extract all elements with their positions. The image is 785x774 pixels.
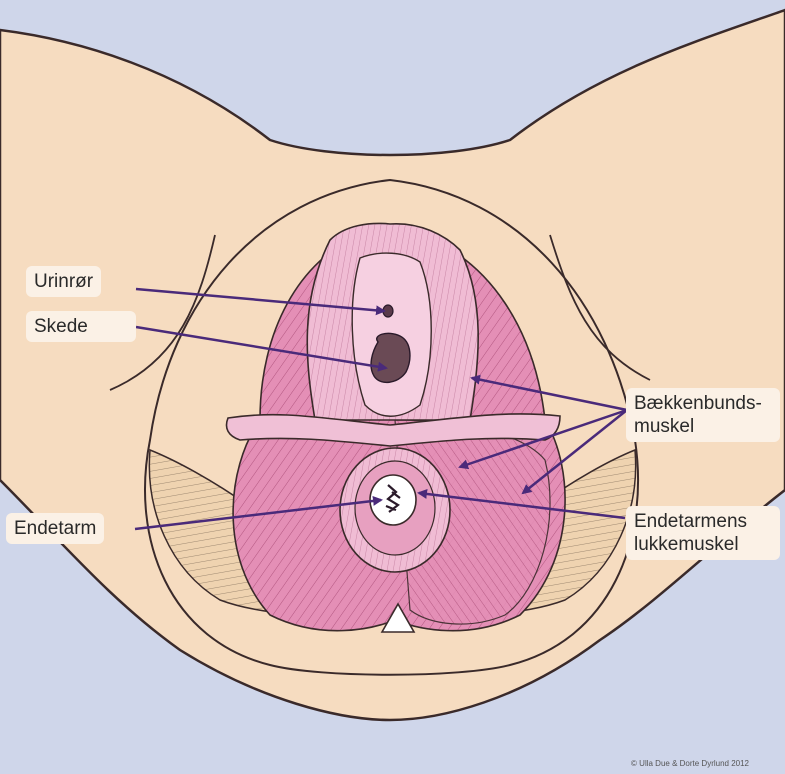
anus xyxy=(369,474,417,526)
label-lukke-line2: lukkemuskel xyxy=(634,534,739,555)
label-baekkenbundsmuskel: Bækkenbunds- muskel xyxy=(626,388,780,442)
label-urinror: Urinrør xyxy=(26,266,102,297)
arrow-baekken-1 xyxy=(470,374,628,412)
arrow-baekken-2 xyxy=(458,408,628,470)
left-crease xyxy=(109,234,216,391)
label-skede: Skede xyxy=(26,311,136,342)
anus-detail xyxy=(385,484,401,513)
arrow-skede xyxy=(135,325,388,372)
label-baekken-line1: Bækkenbunds- xyxy=(634,393,762,414)
arrow-urinror xyxy=(135,287,386,316)
transverse-band xyxy=(225,413,561,447)
label-endetarm: Endetarm xyxy=(6,513,105,544)
label-endetarmens-lukkemuskel: Endetarmens lukkemuskel xyxy=(626,506,780,560)
arrow-baekken-3 xyxy=(521,409,628,495)
urethra xyxy=(382,304,394,318)
label-lukke-line1: Endetarmens xyxy=(634,511,748,532)
label-baekken-line2: muskel xyxy=(634,416,695,437)
vagina xyxy=(370,332,411,383)
right-crease xyxy=(549,234,651,381)
copyright-text: © Ulla Due & Dorte Dyrlund 2012 xyxy=(631,759,749,768)
arrow-lukkemuskel xyxy=(417,489,626,520)
coccyx xyxy=(380,602,416,633)
arrow-endetarm xyxy=(134,495,383,531)
